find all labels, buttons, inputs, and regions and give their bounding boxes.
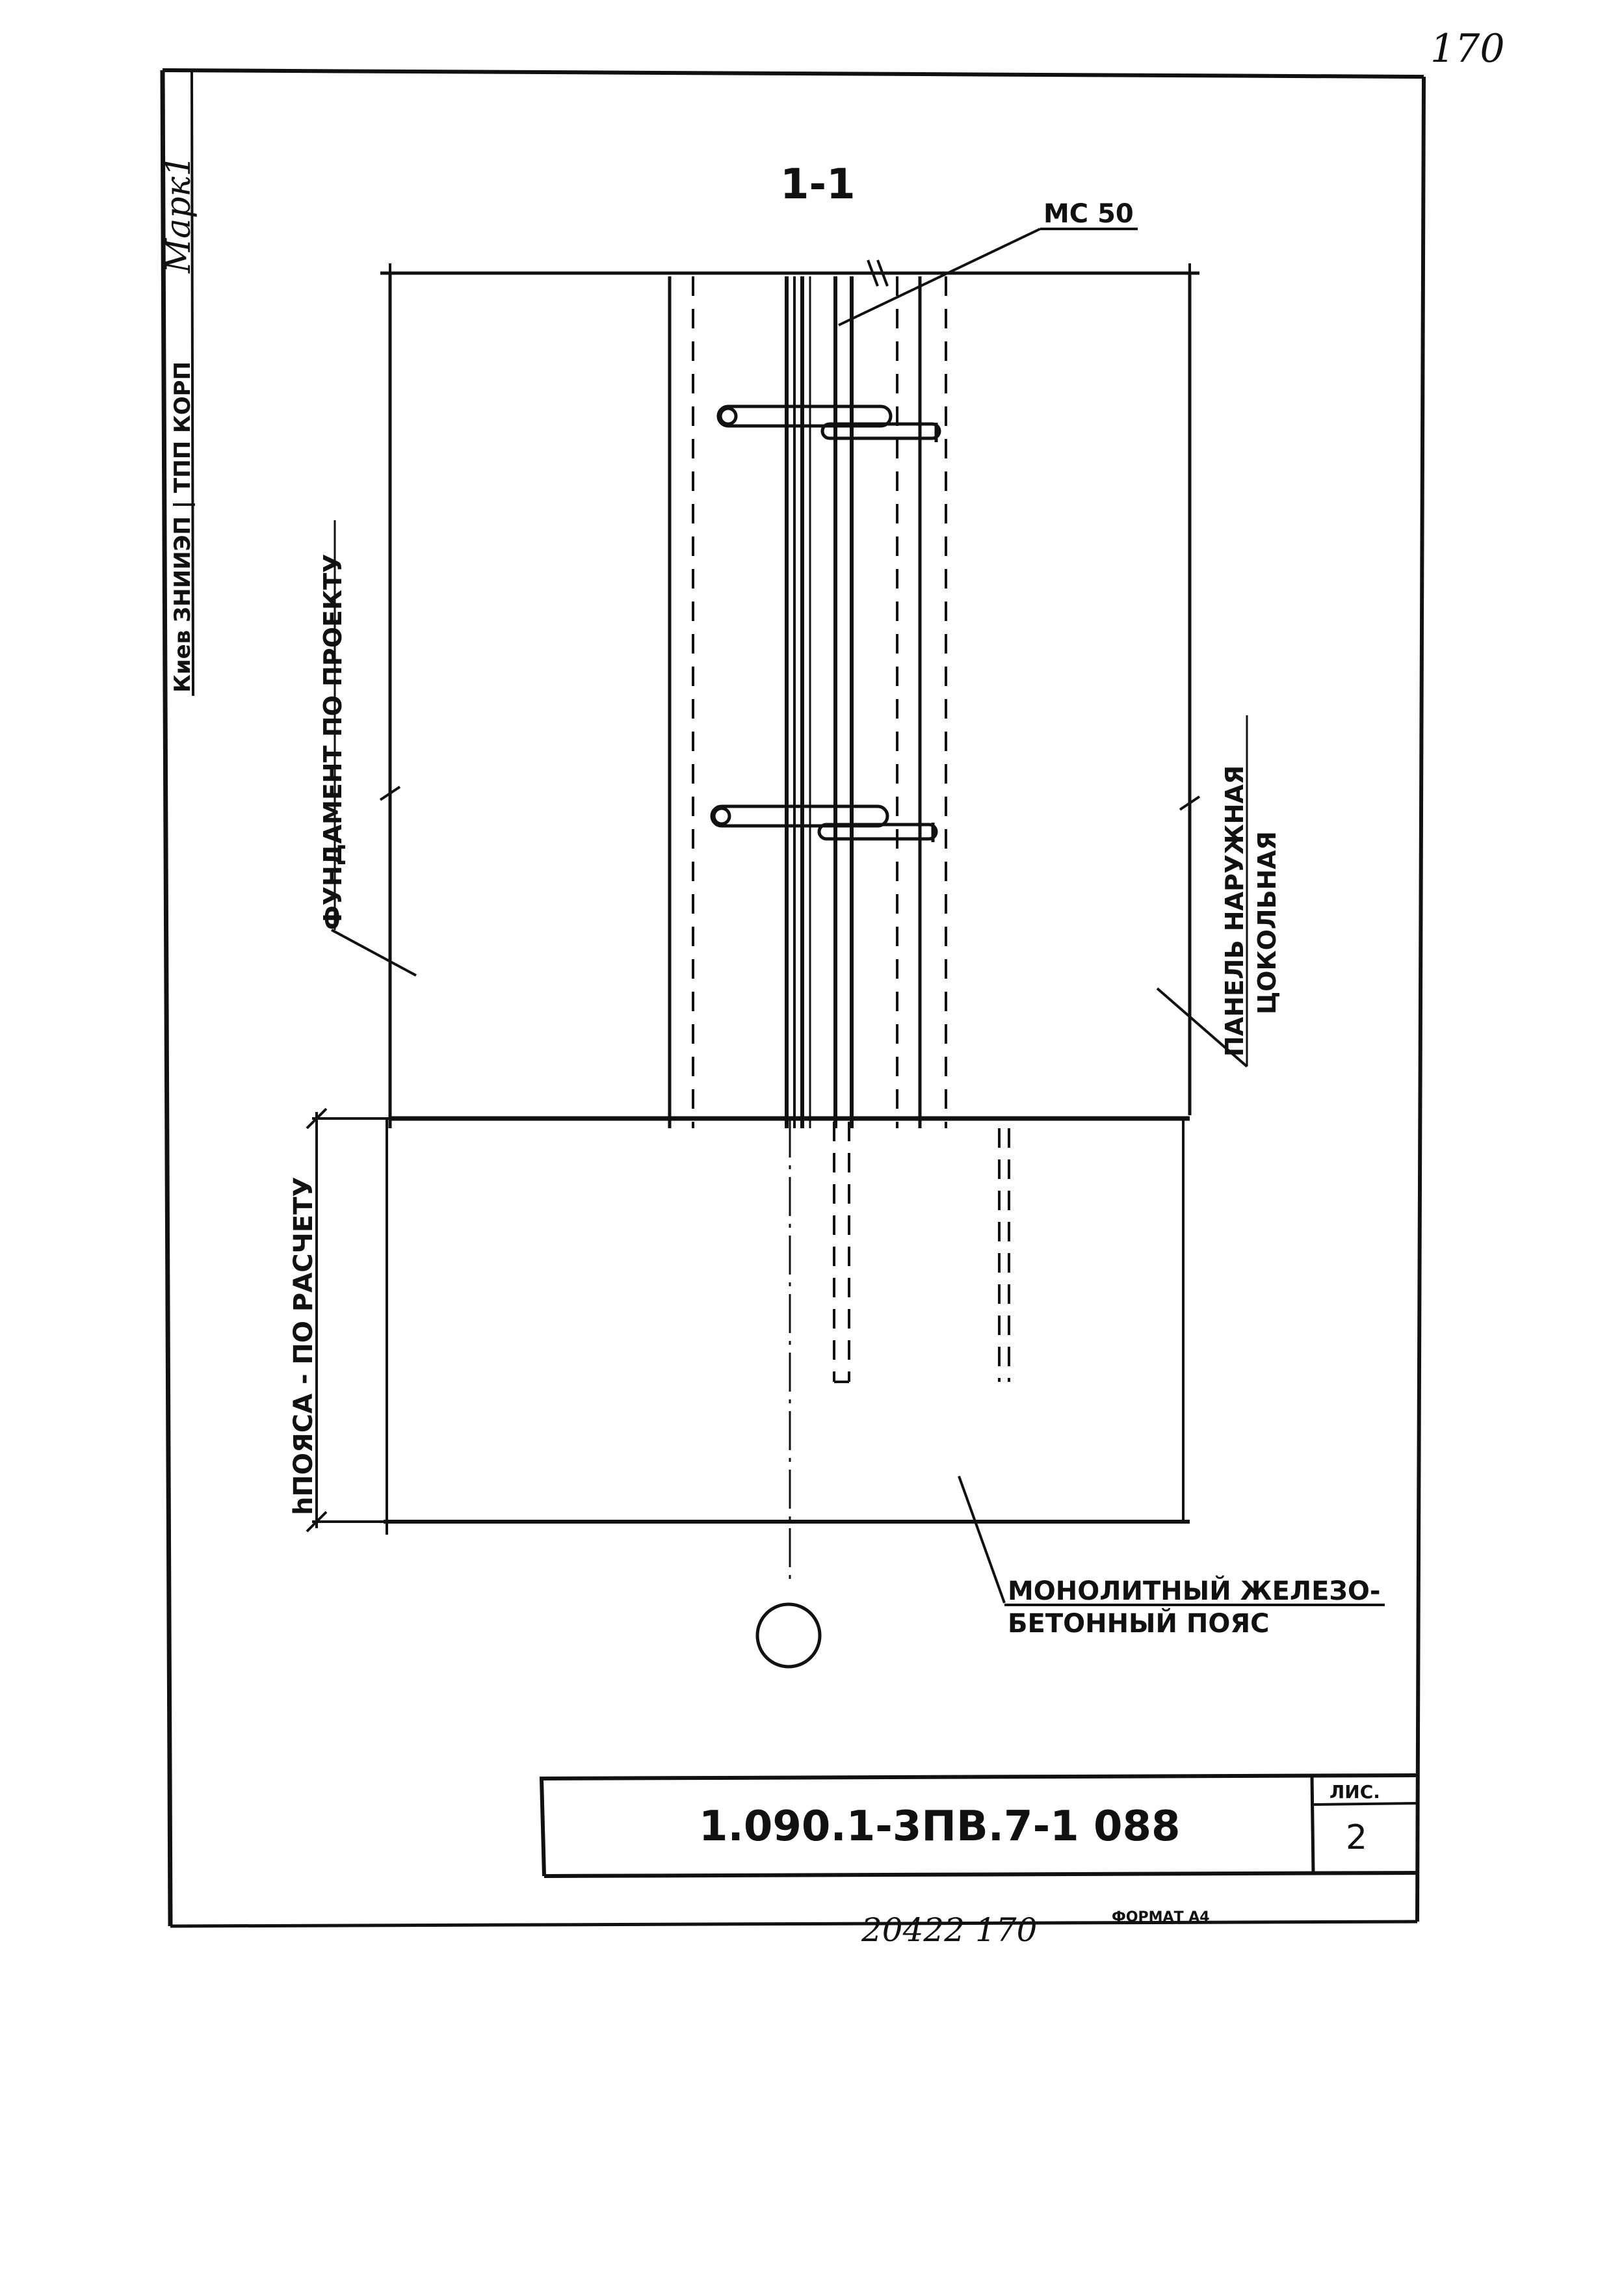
svg-text:БЕТОННЫЙ ПОЯС: БЕТОННЫЙ ПОЯС bbox=[1008, 1608, 1270, 1639]
svg-text:Киев ЗНИИЭП | ТПП КОРП: Киев ЗНИИЭП | ТПП КОРП bbox=[170, 362, 196, 693]
svg-text:ЦОКОЛЬНАЯ: ЦОКОЛЬНАЯ bbox=[1253, 831, 1281, 1014]
inventory-number: 20422 170 bbox=[861, 1911, 1037, 1949]
upper-connector bbox=[716, 404, 941, 442]
format-label: ФОРМАТ А4 bbox=[1112, 1909, 1210, 1925]
doc-code: 1.090.1-3ПВ.7-1 088 bbox=[699, 1803, 1181, 1851]
title-block bbox=[539, 1773, 1418, 1878]
monolithic-belt bbox=[384, 1116, 1190, 1535]
svg-text:МОНОЛИТНЫЙ ЖЕЛЕЗО-: МОНОЛИТНЫЙ ЖЕЛЕЗО- bbox=[1008, 1575, 1380, 1606]
belt-height-dimension: hПОЯСА - ПО РАСЧЕТУ bbox=[289, 1107, 390, 1533]
svg-text:hПОЯСА - ПО РАСЧЕТУ: hПОЯСА - ПО РАСЧЕТУ bbox=[289, 1177, 319, 1515]
foundation-callout: ФУНДАМЕНТ ПО ПРОЕКТУ bbox=[319, 520, 417, 977]
side-signature: Марк1 bbox=[159, 155, 198, 274]
axis-marker bbox=[755, 1118, 822, 1669]
top-dimension-line bbox=[380, 259, 1199, 287]
side-stamp: Киев ЗНИИЭП | ТПП КОРП bbox=[170, 362, 196, 693]
corner-number: 170 bbox=[1430, 26, 1505, 72]
svg-text:ПАНЕЛЬ НАРУЖНАЯ: ПАНЕЛЬ НАРУЖНАЯ bbox=[1220, 765, 1249, 1057]
foundation-outline bbox=[379, 273, 1201, 1128]
lower-connector bbox=[710, 804, 938, 842]
svg-text:ФУНДАМЕНТ ПО ПРОЕКТУ: ФУНДАМЕНТ ПО ПРОЕКТУ bbox=[319, 554, 347, 930]
sheet-number: 2 bbox=[1346, 1818, 1367, 1857]
section-title: 1-1 bbox=[780, 161, 856, 209]
panel-callout: ПАНЕЛЬ НАРУЖНАЯ ЦОКОЛЬНАЯ bbox=[1156, 715, 1281, 1068]
sheet-label: ЛИС. bbox=[1329, 1781, 1380, 1803]
sheet-frame bbox=[160, 68, 1426, 1928]
panel-joint bbox=[668, 276, 947, 1128]
mc50-callout: МС 50 bbox=[838, 199, 1138, 326]
svg-text:МС 50: МС 50 bbox=[1043, 199, 1134, 229]
monolith-callout: МОНОЛИТНЫЙ ЖЕЛЕЗО- БЕТОННЫЙ ПОЯС bbox=[958, 1475, 1385, 1639]
svg-text:Марк1: Марк1 bbox=[159, 155, 198, 274]
